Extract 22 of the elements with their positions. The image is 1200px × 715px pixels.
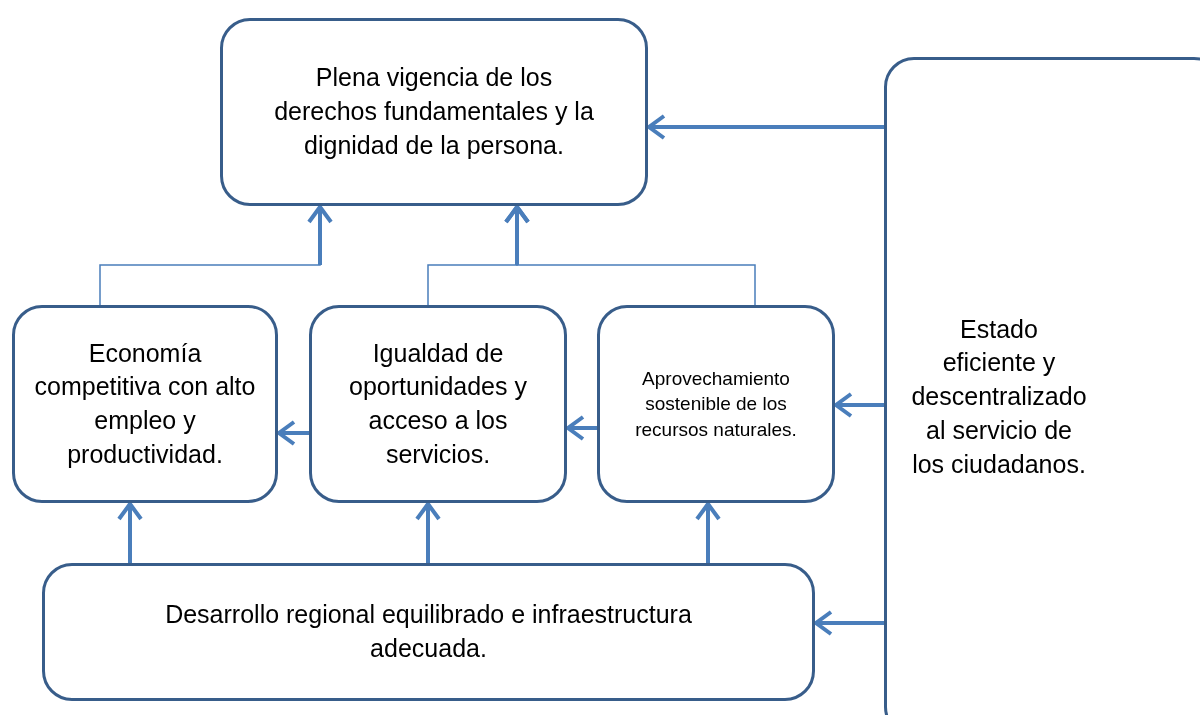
box-text: Aprovechamiento sostenible de los recursos naturales.	[634, 366, 798, 442]
arrow	[117, 502, 143, 563]
box-text: Igualdad de oportunidades y acceso a los servicios.	[348, 337, 528, 470]
arrow	[504, 205, 756, 306]
rounded-box	[309, 305, 567, 503]
rounded-box	[220, 18, 648, 206]
arrow	[834, 392, 884, 418]
rounded-box	[597, 305, 835, 503]
arrow	[814, 610, 884, 636]
rounded-box	[884, 57, 1200, 715]
box-text: Plena vigencia de los derechos fundamentales y la dignidad de la persona.	[273, 62, 595, 161]
arrow	[647, 114, 884, 140]
rounded-box	[12, 305, 278, 503]
arrow	[277, 420, 309, 446]
arrow	[99, 205, 333, 306]
arrow	[415, 502, 441, 563]
arrow	[695, 502, 721, 563]
box-text: Economía competitiva con alto empleo y productividad.	[33, 337, 257, 470]
arrow	[566, 415, 597, 441]
box-text: Desarrollo regional equilibrado e infraestructura adecuada.	[164, 599, 693, 664]
rounded-box	[42, 563, 815, 701]
box-text: Estado eficiente y descentralizado al servicio de los ciudadanos.	[911, 313, 1087, 480]
